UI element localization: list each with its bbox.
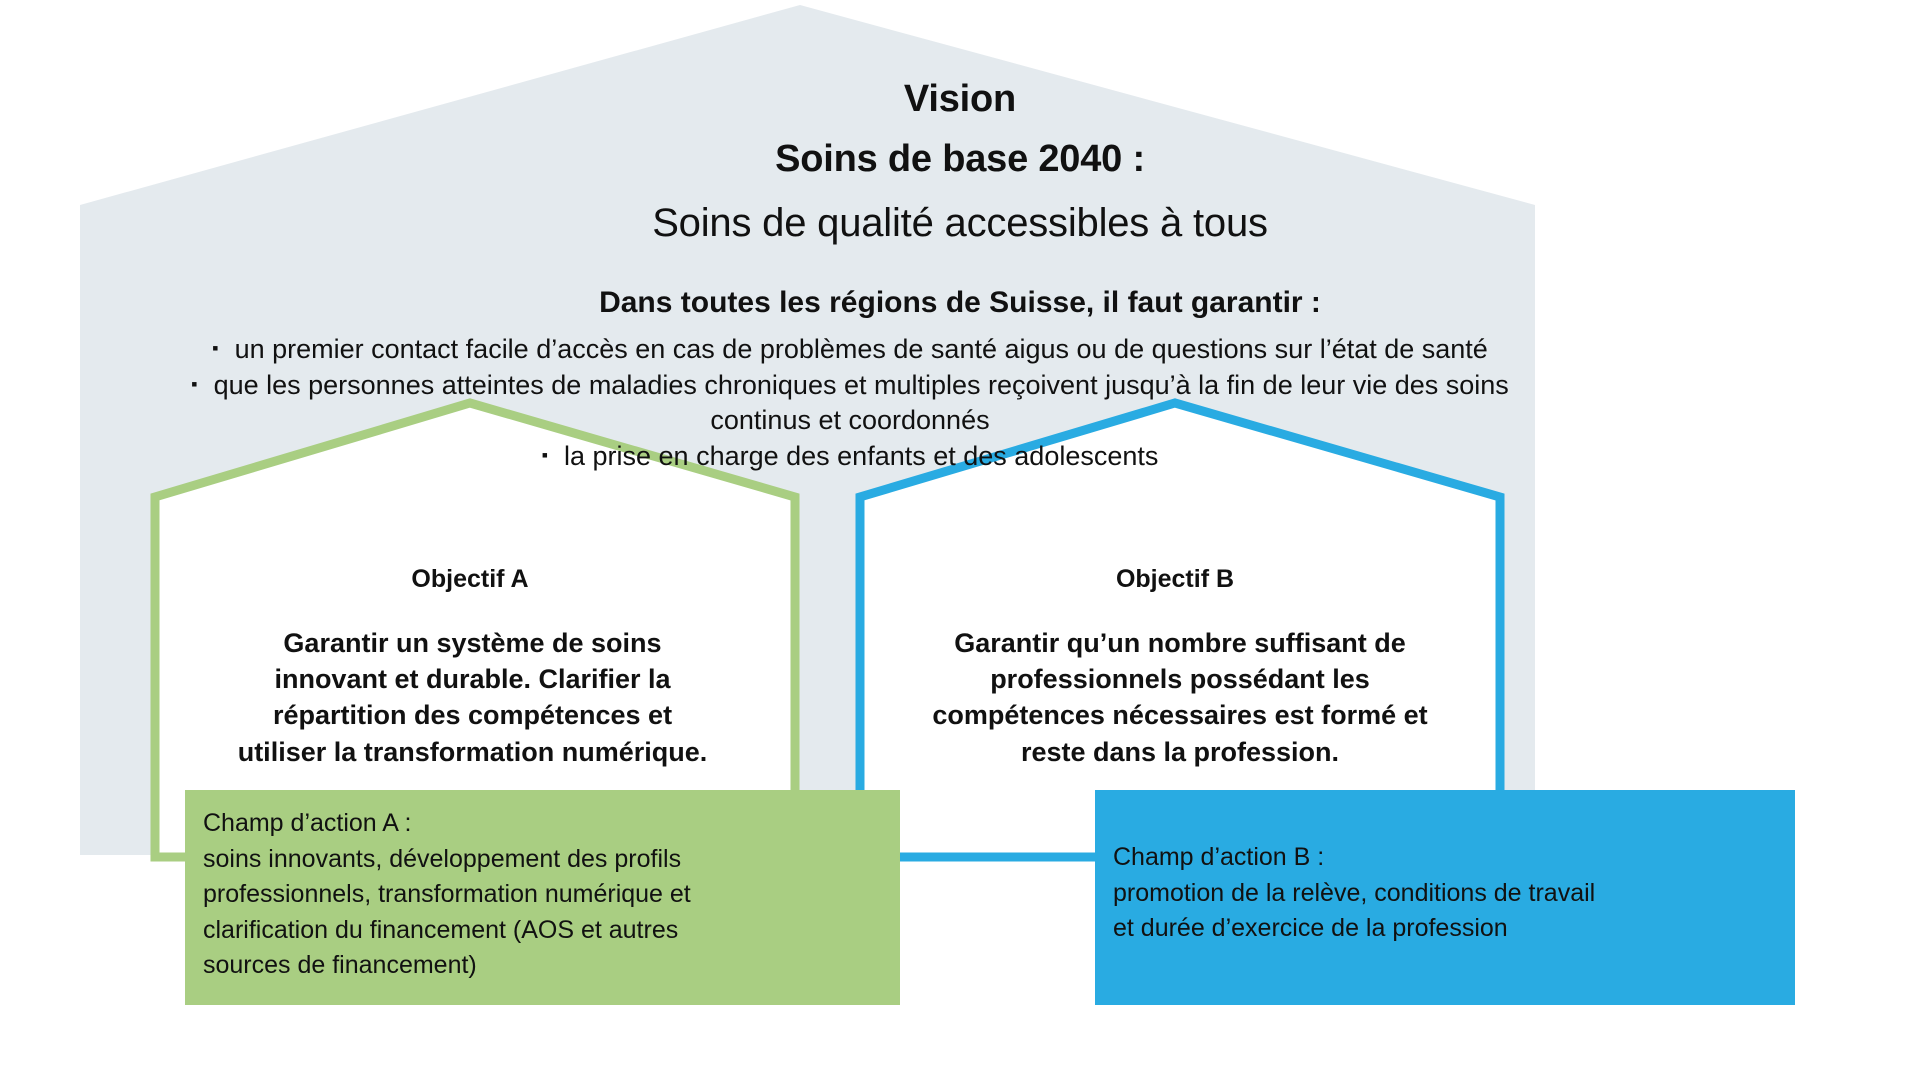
square-bullet-icon: ▪ [541, 444, 548, 465]
list-item-label: la prise en charge des enfants et des ad… [564, 440, 1159, 471]
square-bullet-icon: ▪ [191, 374, 198, 395]
champ-action-a-line: sources de financement) [203, 951, 477, 979]
objective-b-description: Garantir qu’un nombre suffisant de profe… [932, 628, 1428, 767]
list-item: ▪ que les personnes atteintes de maladies… [150, 368, 1550, 437]
list-item-label: un premier contact facile d’accès en cas… [234, 334, 1488, 364]
list-item: ▪ un premier contact facile d’accès en ca… [150, 332, 1550, 366]
champ-action-a-title: Champ d’action A : [203, 809, 412, 837]
vision-subtitle: Soins de qualité accessibles à tous [652, 201, 1268, 245]
objective-a-label: Objectif A [411, 565, 529, 593]
champ-action-a-line: clarification du financement (AOS et aut… [203, 915, 679, 944]
list-item-label: que les personnes atteintes de maladies … [213, 370, 1509, 435]
champ-action-b-title: Champ d’action B : [1113, 843, 1325, 871]
champ-action-b-line: promotion de la relève, conditions de tr… [1113, 878, 1596, 907]
square-bullet-icon: ▪ [212, 338, 219, 358]
champ-action-a-line: professionnels, transformation numérique… [203, 880, 691, 908]
champ-action-b-line: et durée d’exercice de la profession [1113, 914, 1508, 942]
list-item: ▪ la prise en charge des enfants et des a… [150, 439, 1550, 473]
vision-title-line-1: Vision [903, 78, 1017, 120]
champ-action-a-box: Champ d’action A : soins innovants, déve… [185, 790, 900, 1005]
vision-title-line-2: Soins de base 2040 : [775, 138, 1145, 180]
champ-action-a-line: soins innovants, développement des profi… [203, 844, 682, 873]
guarantee-bullet-list: ▪ un premier contact facile d’accès en ca… [150, 332, 1550, 475]
guarantee-lead-text: Dans toutes les régions de Suisse, il fa… [599, 286, 1321, 319]
objective-a-description: Garantir un système de soins innovant et… [237, 628, 708, 767]
champ-action-b-box: Champ d’action B : promotion de la relèv… [1095, 790, 1795, 1005]
objective-b-label: Objectif B [1115, 565, 1235, 593]
